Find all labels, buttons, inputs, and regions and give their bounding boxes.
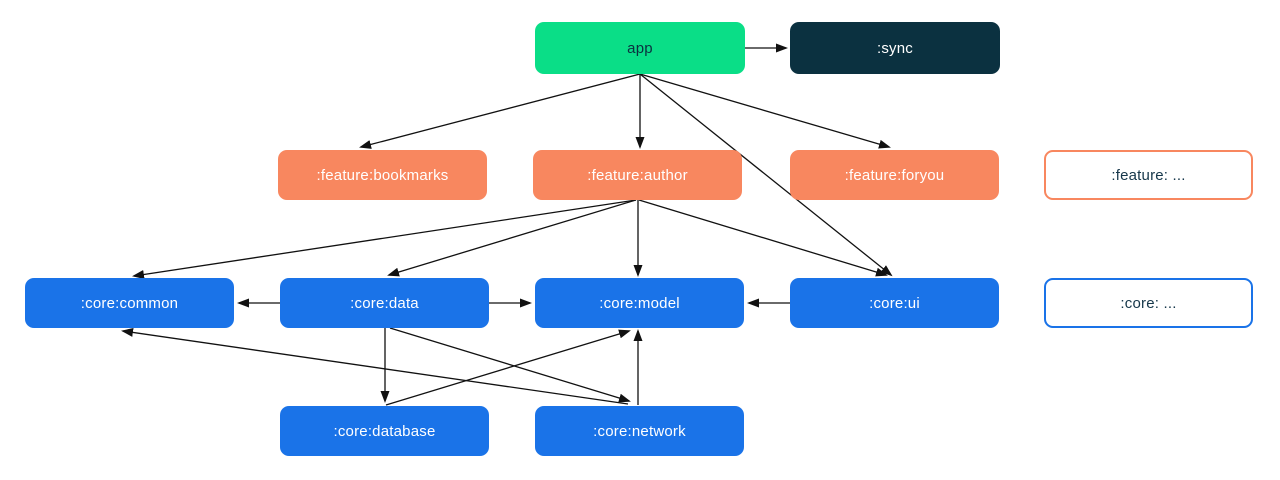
edge-core-data-to-core-network: [389, 327, 631, 403]
node-core-etc: :core: ...: [1044, 278, 1253, 328]
node-app: app: [535, 22, 745, 74]
node-label-app: app: [627, 39, 653, 57]
node-feature-foryou: :feature:foryou: [790, 150, 999, 200]
dependency-edges: [121, 43, 893, 406]
edge-core-database-to-core-model: [385, 329, 631, 406]
node-feature-bookmarks: :feature:bookmarks: [278, 150, 487, 200]
node-core-network: :core:network: [535, 406, 744, 456]
edge-feature-author-to-core-common: [132, 199, 637, 279]
node-label-core-data: :core:data: [350, 294, 419, 312]
node-label-core-database: :core:database: [333, 422, 436, 440]
node-label-feature-etc: :feature: ...: [1111, 166, 1186, 184]
node-core-data: :core:data: [280, 278, 489, 328]
node-label-feature-bookmarks: :feature:bookmarks: [316, 166, 449, 184]
node-feature-author: :feature:author: [533, 150, 742, 200]
edge-app-to-feature-bookmarks: [359, 73, 641, 149]
node-core-model: :core:model: [535, 278, 744, 328]
node-label-core-common: :core:common: [80, 294, 179, 312]
node-label-core-etc: :core: ...: [1120, 294, 1177, 312]
node-label-core-network: :core:network: [593, 422, 686, 440]
node-label-core-ui: :core:ui: [869, 294, 920, 312]
node-core-ui: :core:ui: [790, 278, 999, 328]
node-label-sync: :sync: [876, 39, 913, 57]
node-core-common: :core:common: [25, 278, 234, 328]
edge-feature-author-to-core-data: [387, 199, 637, 277]
node-label-feature-author: :feature:author: [587, 166, 688, 184]
node-label-core-model: :core:model: [599, 294, 680, 312]
edge-feature-author-to-core-ui: [638, 199, 888, 277]
node-label-feature-foryou: :feature:foryou: [844, 166, 945, 184]
edge-app-to-feature-foryou: [639, 73, 891, 149]
node-sync: :sync: [790, 22, 1000, 74]
node-core-database: :core:database: [280, 406, 489, 456]
node-feature-etc: :feature: ...: [1044, 150, 1253, 200]
edge-core-network-to-core-common: [121, 327, 629, 405]
